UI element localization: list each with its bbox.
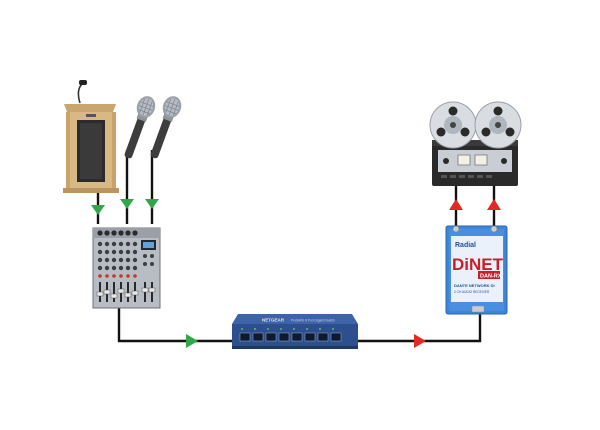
switch-model-text: ProSAFE 8 Port Gigabit Switch (291, 319, 335, 323)
dinet-model: DAN-RX (480, 274, 502, 280)
signal-arrows (91, 199, 501, 348)
wire-switch-to-dinet (358, 314, 482, 343)
switch-brand: NETGEAR (262, 318, 285, 323)
dinet-note: 2 CH AUDIO RECEIVER (454, 290, 490, 294)
arrow-mixer-to-switch (186, 334, 198, 348)
input-arrow-mic2 (145, 199, 159, 209)
dinet-brand: Radial (455, 242, 476, 249)
tape-recorder-icon (429, 101, 522, 186)
microphone-icon (124, 96, 182, 159)
network-switch-icon: NETGEAR ProSAFE 8 Port Gigabit Switch (232, 314, 358, 349)
podium-icon (63, 80, 119, 193)
dinet-subtitle: DANTE NETWORK DI (454, 283, 495, 288)
arrow-switch-to-dinet (414, 334, 426, 348)
output-arrow-left (449, 199, 463, 210)
mixer-icon (92, 227, 161, 309)
dinet-name: DiNET (452, 255, 504, 274)
input-arrow-mic1 (120, 199, 134, 209)
dinet-receiver-icon: Radial DiNET DAN-RX DANTE NETWORK DI 2 C… (445, 225, 508, 315)
output-arrow-right (487, 199, 501, 210)
input-arrow-podium (91, 205, 105, 215)
wire-mixer-to-switch (117, 308, 234, 343)
